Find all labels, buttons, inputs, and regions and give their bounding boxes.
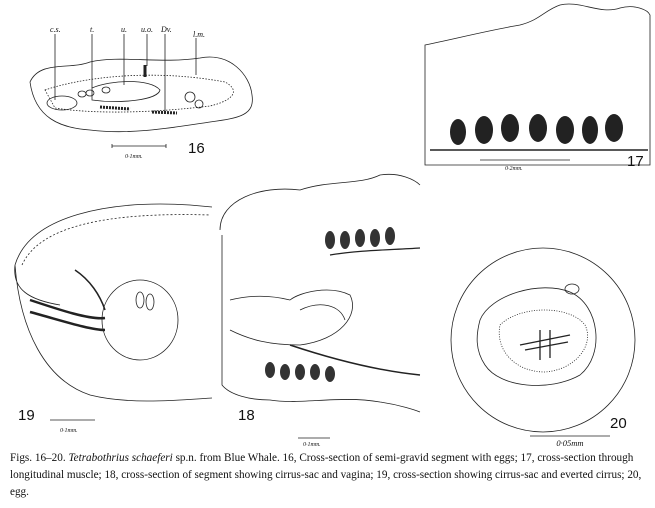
- drawings: c.s. t. u. u.o. Dv. l.m. 0·1mm. 16 0·2mm…: [14, 3, 651, 448]
- scale-label-20: 0·05mm: [556, 438, 583, 448]
- figure-16-drawing: [29, 34, 253, 148]
- caption-prefix: Figs. 16–20.: [10, 452, 69, 464]
- scale-label-19: 0·1mm.: [60, 428, 78, 434]
- label-t: t.: [90, 25, 94, 34]
- figure-19-drawing: [14, 203, 213, 421]
- figure-number-20: 20: [610, 415, 627, 432]
- scale-label-18: 0·1mm.: [303, 442, 321, 448]
- label-cs: c.s.: [50, 25, 61, 34]
- caption-text: sp.n. from Blue Whale. 16, Cross-section…: [10, 452, 642, 498]
- figure-number-19: 19: [18, 407, 35, 424]
- figure-17-drawing: [424, 3, 651, 166]
- label-uo: u.o.: [141, 25, 153, 34]
- figure-number-17: 17: [627, 153, 644, 170]
- label-u: u.: [121, 25, 127, 34]
- scale-label-16: 0·1mm.: [125, 154, 143, 160]
- figure-20-drawing: [450, 247, 636, 437]
- label-lm: l.m.: [193, 30, 205, 39]
- figure-18-drawing: [219, 173, 421, 439]
- figure-number-18: 18: [238, 407, 255, 424]
- figure-caption: Figs. 16–20. Tetrabothrius schaeferi sp.…: [10, 450, 650, 501]
- figure-number-16: 16: [188, 140, 205, 157]
- caption-species: Tetrabothrius schaeferi: [68, 452, 173, 464]
- scale-label-17: 0·2mm.: [505, 166, 523, 172]
- label-dv: Dv.: [160, 25, 172, 34]
